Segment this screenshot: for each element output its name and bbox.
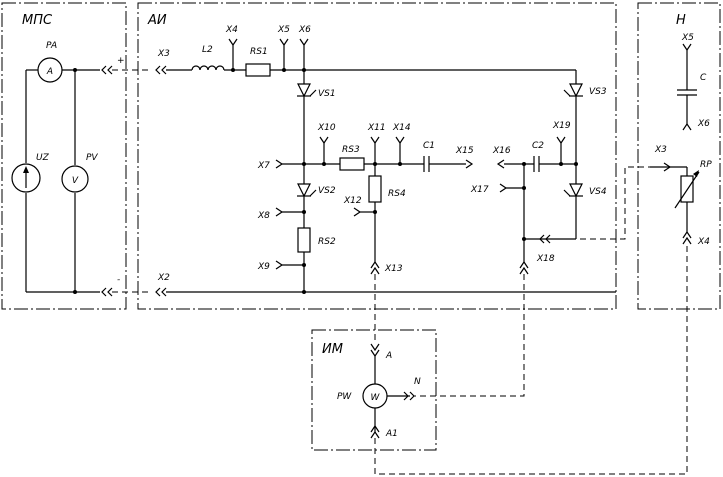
voltmeter-pv bbox=[61, 165, 89, 193]
thyristor-vs1 bbox=[297, 83, 311, 98]
label-vs4: VS4 bbox=[589, 187, 607, 197]
label-x8: X8 bbox=[257, 211, 270, 221]
block-n-frame bbox=[637, 2, 721, 310]
label-vs1: VS1 bbox=[318, 89, 336, 99]
label-pv: PV bbox=[86, 153, 98, 163]
label-c2: C2 bbox=[532, 141, 544, 151]
block-n-title: Н bbox=[676, 13, 686, 28]
resistor-rs2 bbox=[297, 227, 311, 253]
label-vs3: VS3 bbox=[589, 87, 607, 97]
label-vs2: VS2 bbox=[318, 186, 336, 196]
inductor-l2 bbox=[191, 65, 225, 71]
label-rs2: RS2 bbox=[318, 237, 336, 247]
label-x5: X5 bbox=[277, 25, 290, 35]
label-x6: X6 bbox=[298, 25, 311, 35]
label-n-x6: X6 bbox=[697, 119, 710, 129]
block-ai-title: АИ bbox=[147, 13, 167, 28]
resistor-rs3 bbox=[339, 157, 365, 171]
label-x15: X15 bbox=[455, 146, 474, 156]
label-x16: X16 bbox=[492, 146, 511, 156]
block-im-title: ИМ bbox=[322, 342, 343, 357]
minus-sign: - bbox=[117, 275, 120, 285]
label-c: C bbox=[700, 73, 707, 83]
thyristor-vs4 bbox=[569, 183, 583, 198]
label-pw: PW bbox=[337, 392, 352, 402]
ammeter-pa bbox=[37, 57, 63, 83]
label-x7: X7 bbox=[257, 161, 270, 171]
label-n-x4: X4 bbox=[697, 237, 710, 247]
label-rs4: RS4 bbox=[388, 189, 406, 199]
label-rs3: RS3 bbox=[342, 145, 360, 155]
im-circuit: A W PW N A1 bbox=[337, 343, 421, 439]
block-ai-frame bbox=[137, 2, 617, 310]
label-rs1: RS1 bbox=[250, 47, 268, 57]
link-x18-n bbox=[414, 274, 525, 397]
label-uz: UZ bbox=[36, 153, 50, 163]
block-im-frame bbox=[311, 329, 437, 451]
resistor-rs1 bbox=[245, 63, 271, 77]
label-c1: C1 bbox=[423, 141, 435, 151]
label-x3: X3 bbox=[157, 49, 170, 59]
block-mps-frame bbox=[1, 2, 127, 310]
label-n-x5: X5 bbox=[681, 33, 694, 43]
label-a: A bbox=[385, 351, 392, 361]
svg-text:W: W bbox=[371, 393, 381, 403]
label-x9: X9 bbox=[257, 262, 270, 272]
label-x19: X19 bbox=[552, 121, 571, 131]
label-x10: X10 bbox=[317, 123, 336, 133]
label-n-x3: X3 bbox=[654, 145, 667, 155]
thyristor-vs2 bbox=[297, 183, 311, 198]
label-l2: L2 bbox=[202, 45, 213, 55]
svg-text:V: V bbox=[72, 176, 79, 186]
ai-circuit: X3 L2 RS1 X4 X5 X6 VS1 VS2 bbox=[155, 25, 616, 297]
n-circuit: X5 C X6 X3 RP X4 bbox=[650, 33, 712, 247]
label-x4: X4 bbox=[225, 25, 238, 35]
label-x13: X13 bbox=[384, 264, 403, 274]
label-x2: X2 bbox=[157, 273, 170, 283]
label-x12: X12 bbox=[343, 196, 362, 206]
mps-circuit: A V PA PV UZ bbox=[11, 41, 113, 297]
plus-sign: + bbox=[117, 56, 125, 66]
label-x11: X11 bbox=[367, 123, 386, 133]
link-ai-n-x3 bbox=[550, 166, 650, 240]
link-a1-n-x4 bbox=[374, 244, 688, 475]
svg-text:A: A bbox=[46, 67, 53, 77]
label-pa: PA bbox=[46, 41, 57, 51]
label-x17: X17 bbox=[470, 185, 489, 195]
label-a1: A1 bbox=[385, 429, 398, 439]
resistor-rs4 bbox=[368, 175, 382, 203]
label-n: N bbox=[414, 377, 421, 387]
label-rp: RP bbox=[700, 160, 712, 170]
label-x18: X18 bbox=[536, 254, 555, 264]
block-mps-title: МПС bbox=[22, 13, 53, 28]
thyristor-vs3 bbox=[569, 83, 583, 98]
label-x14: X14 bbox=[392, 123, 411, 133]
